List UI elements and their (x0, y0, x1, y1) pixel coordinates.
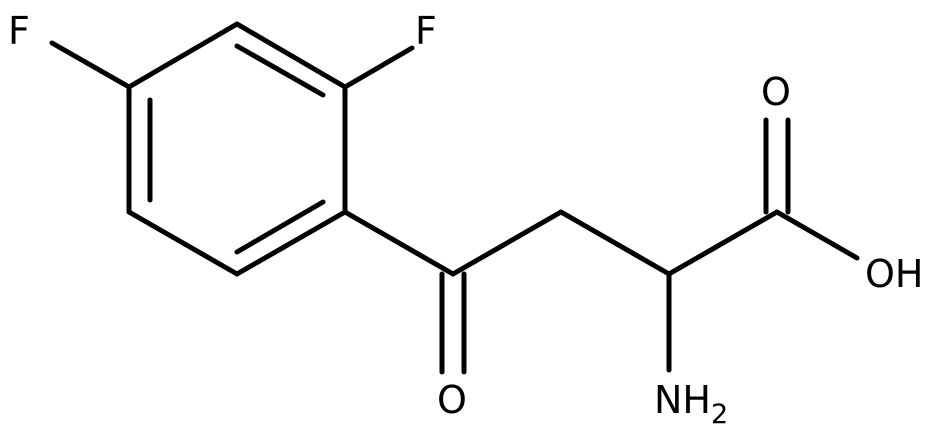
amine-subscript: 2 (711, 399, 728, 430)
bond-alpha-carbon-to-carboxyl (666, 209, 780, 277)
amine-nh: NH (654, 378, 711, 422)
atom-label-f-para: F (8, 9, 30, 53)
atom-label-hydroxyl: OH (865, 252, 923, 296)
bond-carboxyl-c-oh (774, 209, 860, 261)
ring-bond-c6-c1 (234, 209, 348, 277)
ring-inner-bond-c2-c3 (234, 43, 326, 98)
benzene-ring (126, 21, 348, 277)
bond-c2-f-ortho (342, 45, 415, 90)
ring-inner-bond-c6-c1 (234, 199, 326, 255)
atom-label-o-carbonyl: O (761, 70, 791, 114)
ring-bond-c2-c3 (234, 21, 348, 90)
atom-label-f-ortho: F (415, 9, 437, 53)
atom-label-o-ketone: O (437, 378, 467, 422)
bond-ring-to-ketone-carbon (342, 209, 456, 277)
bond-ketone-to-ch2 (450, 209, 564, 277)
ring-bond-c3-c4 (126, 21, 240, 90)
ring-bond-c5-c6 (126, 209, 240, 277)
bond-c4-f-para (49, 40, 132, 90)
atom-label-amine: NH2 (654, 378, 728, 430)
bond-ch2-to-alpha-carbon (558, 209, 672, 277)
